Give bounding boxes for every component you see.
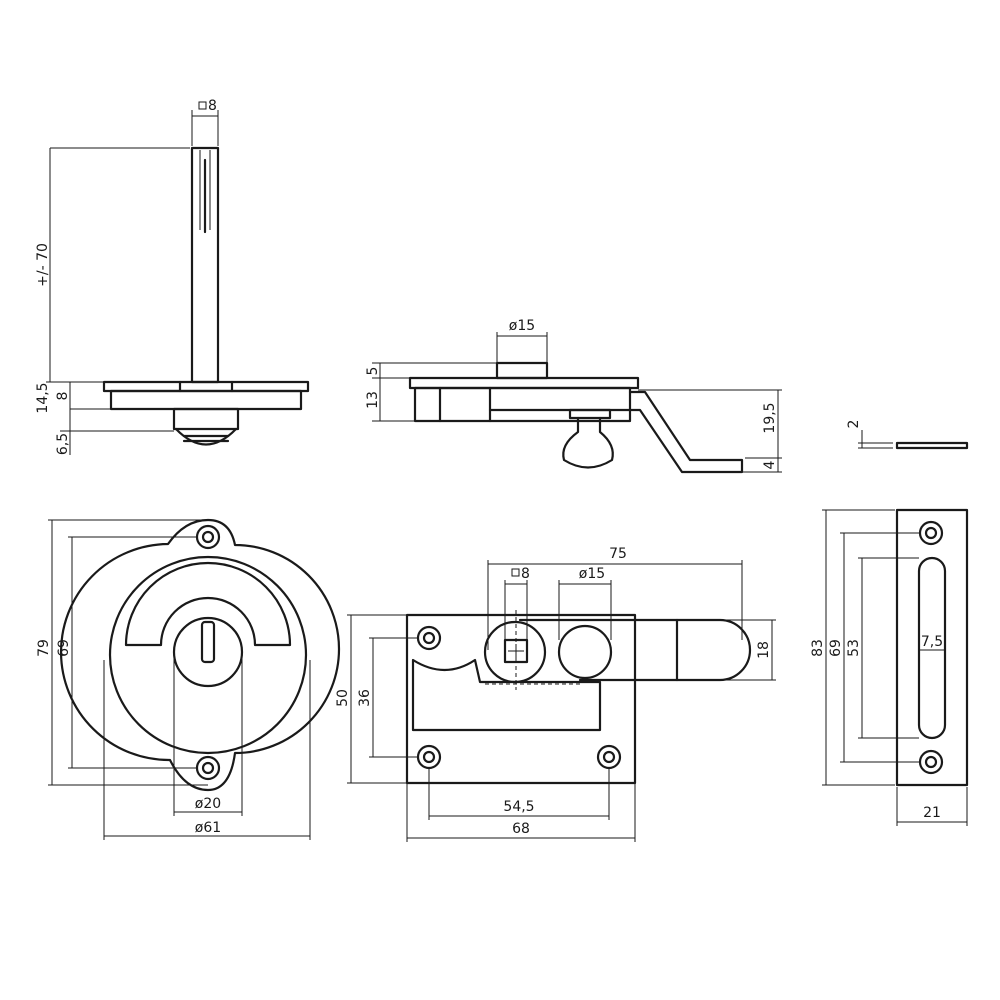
dim-75: 75 (609, 546, 627, 562)
dim-square-8-front: 8 (521, 566, 530, 582)
dim-13: 13 (365, 391, 381, 409)
dim-83: 83 (810, 639, 826, 657)
latch-front-view: 75 8 ø15 18 50 36 54,5 68 (335, 546, 776, 842)
dim-length-70: +/- 70 (35, 243, 51, 287)
dim-68: 68 (512, 821, 530, 837)
dim-dia-15-front: ø15 (579, 566, 605, 582)
dim-2: 2 (846, 420, 862, 429)
dim-69-right: 69 (828, 639, 844, 657)
dim-36: 36 (357, 689, 373, 707)
dim-14-5: 14,5 (35, 382, 51, 413)
dim-square-8-top: 8 (208, 98, 217, 114)
dim-8: 8 (55, 392, 71, 401)
rosette-front-view: 79 69 ø20 ø61 (36, 518, 341, 840)
latch-side-view: ø15 5 13 19,5 4 (365, 318, 782, 474)
dim-4: 4 (762, 460, 778, 469)
dim-54-5: 54,5 (503, 799, 534, 815)
dim-79: 79 (36, 639, 52, 657)
dim-7-5: 7,5 (921, 634, 943, 650)
dim-50: 50 (335, 689, 351, 707)
dim-21: 21 (923, 805, 941, 821)
dim-dia-15-top: ø15 (509, 318, 535, 334)
spindle-side-view: 8 +/- 70 14,5 8 6,5 (35, 98, 310, 455)
dim-dia-61: ø61 (195, 820, 221, 836)
dim-dia-20: ø20 (195, 796, 221, 812)
dim-6-5: 6,5 (55, 433, 71, 455)
dim-18: 18 (756, 641, 772, 659)
strike-side-view: 2 (846, 420, 969, 450)
dim-5: 5 (365, 367, 381, 376)
strike-front-view: 83 69 53 7,5 21 (810, 508, 969, 826)
dim-53: 53 (846, 639, 862, 657)
dim-19-5: 19,5 (762, 402, 778, 433)
dim-69-left: 69 (56, 639, 72, 657)
